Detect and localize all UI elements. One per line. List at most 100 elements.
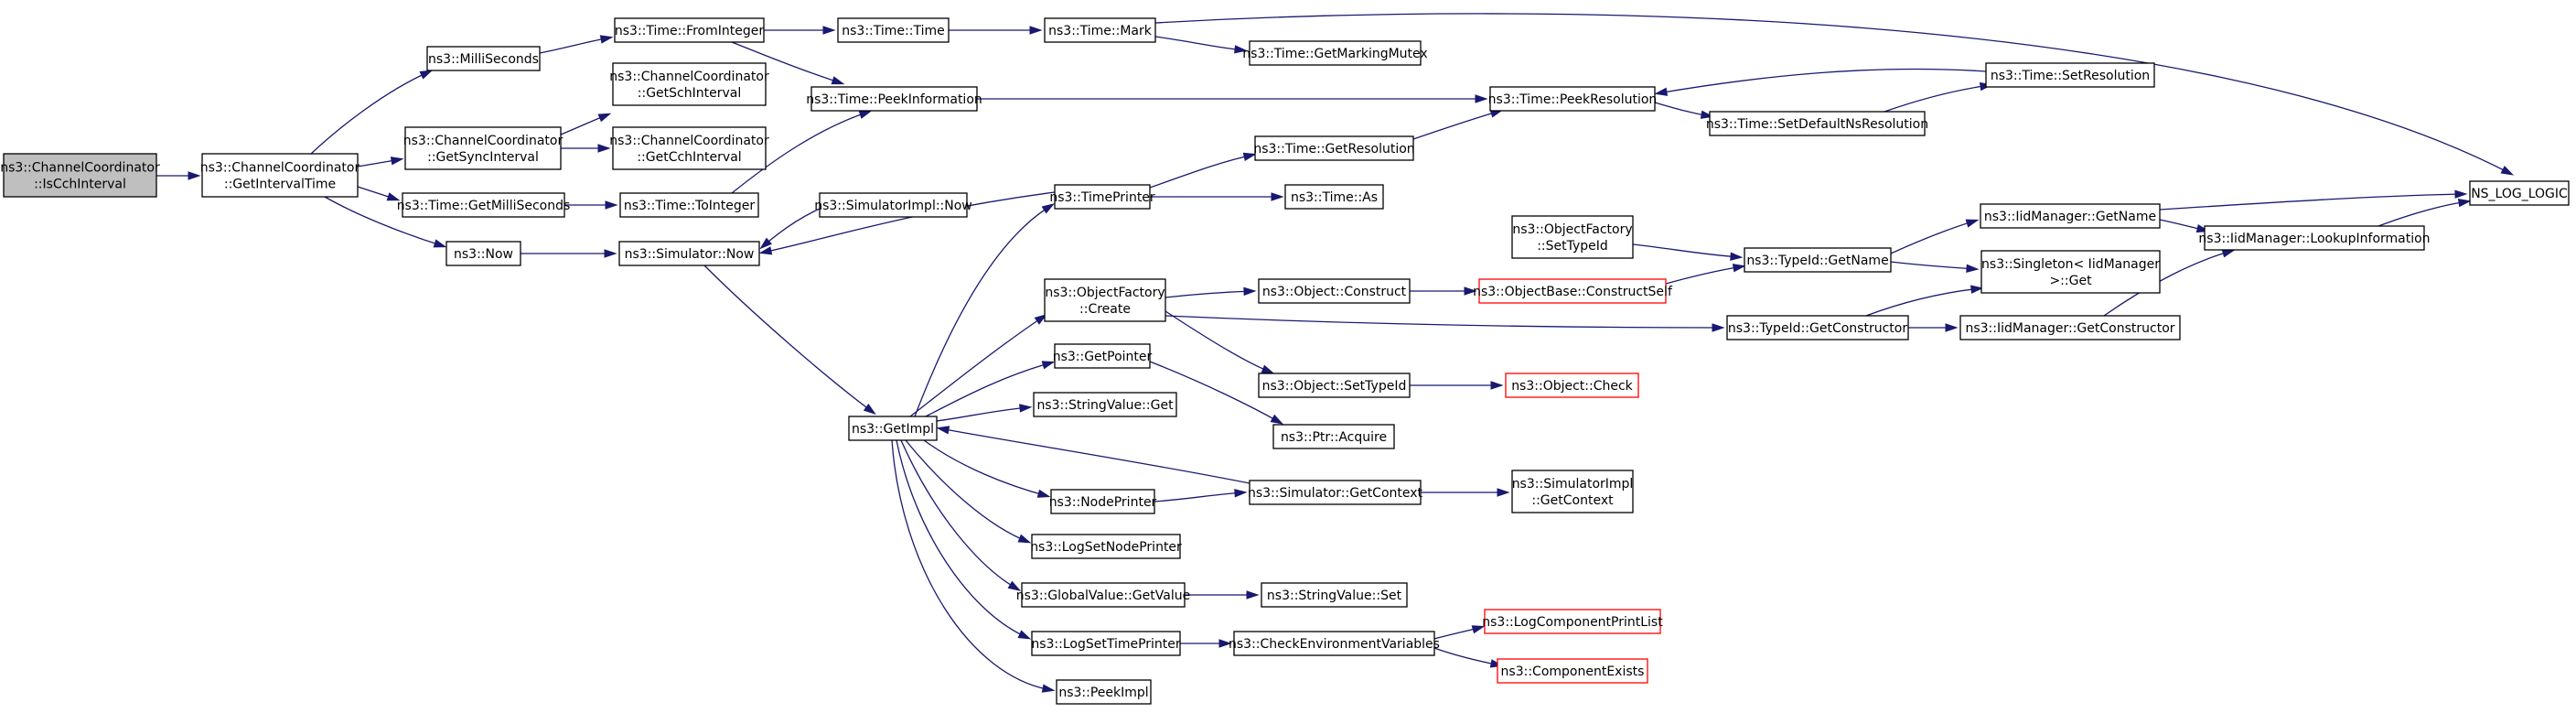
node-label: ns3::Time::PeekInformation [806, 92, 982, 107]
node-label: ns3::Time::GetMilliSeconds [397, 199, 571, 213]
node-get-pointer[interactable]: ns3::GetPointer [1053, 343, 1153, 369]
edge-type-id-get-name-to-singleton-iid-manager-get [1890, 261, 1980, 273]
node-check-environment-variables[interactable]: ns3::CheckEnvironmentVariables [1229, 631, 1440, 656]
node-label: ns3::LogSetTimePrinter [1031, 637, 1181, 652]
node-label: ns3::Simulator::GetContext [1248, 486, 1423, 501]
node-time-get-milliseconds[interactable]: ns3::Time::GetMilliSeconds [397, 192, 571, 218]
node-object-factory-create[interactable]: ns3::ObjectFactory::Create [1044, 278, 1166, 322]
edge-cc-get-interval-time-to-now [324, 196, 447, 248]
node-iid-manager-get-constructor[interactable]: ns3::IidManager::GetConstructor [1959, 315, 2181, 340]
node-label: ns3::Time::Mark [1048, 24, 1153, 38]
node-label: ns3::TypeId::GetName [1746, 254, 1888, 268]
node-time-mark[interactable]: ns3::Time::Mark [1044, 17, 1156, 43]
node-label: ns3::ChannelCoordinator [403, 134, 564, 148]
edge-get-impl-to-string-value-get [936, 404, 1033, 422]
node-iid-manager-get-name[interactable]: ns3::IidManager::GetName [1980, 203, 2161, 229]
edge-time-from-integer-to-time-time [764, 26, 836, 35]
node-label: ns3::ObjectFactory [1512, 222, 1632, 237]
node-label: ns3::SimulatorImpl::Now [814, 199, 972, 213]
edge-time-printer-to-time-as [1150, 192, 1284, 201]
node-global-value-get-value[interactable]: ns3::GlobalValue::GetValue [1016, 582, 1190, 608]
node-peek-impl[interactable]: ns3::PeekImpl [1056, 679, 1152, 705]
node-label: ::GetIntervalTime [224, 178, 336, 192]
node-label: ns3::LogSetNodePrinter [1030, 540, 1182, 555]
node-time-set-resolution[interactable]: ns3::Time::SetResolution [1985, 62, 2155, 88]
node-label: ns3::ObjectFactory [1045, 286, 1165, 300]
node-ns-log-logic[interactable]: NS_LOG_LOGIC [2469, 180, 2570, 206]
node-time-peek-information[interactable]: ns3::Time::PeekInformation [806, 86, 982, 112]
edge-get-pointer-to-ptr-acquire [1149, 361, 1284, 425]
node-label: ns3::ChannelCoordinator [609, 134, 769, 148]
node-label: ns3::IidManager::GetConstructor [1965, 321, 2174, 336]
node-label: ::Create [1079, 302, 1131, 317]
node-label: ns3::IidManager::GetName [1984, 210, 2156, 224]
node-time-get-marking-mutex[interactable]: ns3::Time::GetMarkingMutex [1242, 40, 1428, 66]
node-label: >::Get [2049, 274, 2092, 288]
edge-cc-get-interval-time-to-time-get-milliseconds [357, 186, 401, 201]
node-object-base-construct-self[interactable]: ns3::ObjectBase::ConstructSelf [1473, 278, 1673, 304]
node-time-set-default-ns-resolution[interactable]: ns3::Time::SetDefaultNsResolution [1706, 111, 1928, 136]
edge-get-impl-to-object-factory-create [909, 313, 1047, 417]
edge-simulator-now-to-get-impl [703, 265, 876, 416]
node-type-id-get-name[interactable]: ns3::TypeId::GetName [1744, 247, 1892, 273]
node-string-value-get[interactable]: ns3::StringValue::Get [1033, 392, 1177, 417]
node-ptr-acquire[interactable]: ns3::Ptr::Acquire [1272, 424, 1395, 449]
node-label: ::SetTypeId [1537, 239, 1608, 254]
node-label: ns3::ChannelCoordinator [0, 161, 160, 176]
node-simulator-get-context[interactable]: ns3::Simulator::GetContext [1248, 480, 1423, 505]
node-singleton-iid-manager-get[interactable]: ns3::Singleton< IidManager>::Get [1980, 250, 2161, 294]
edge-time-get-milliseconds-to-time-to-integer [564, 200, 618, 210]
node-log-set-node-printer[interactable]: ns3::LogSetNodePrinter [1030, 534, 1182, 559]
node-label: ns3::ComponentExists [1501, 664, 1645, 679]
node-milliseconds[interactable]: ns3::MilliSeconds [426, 46, 541, 71]
edge-get-impl-to-simulator-get-context [936, 426, 1250, 484]
node-simulator-impl-now[interactable]: ns3::SimulatorImpl::Now [814, 192, 972, 218]
node-cc-get-cch-interval[interactable]: ns3::ChannelCoordinator::GetCchInterval [609, 126, 769, 170]
edge-object-factory-create-to-type-id-get-constructor [1165, 315, 1725, 332]
node-label: ns3::GetPointer [1053, 350, 1153, 364]
node-label: ns3::Time::GetResolution [1253, 142, 1414, 157]
node-simulator-impl-get-context[interactable]: ns3::SimulatorImpl::GetContext [1511, 470, 1634, 513]
node-object-check[interactable]: ns3::Object::Check [1505, 373, 1639, 398]
node-time-as[interactable]: ns3::Time::As [1284, 184, 1384, 210]
edge-time-peek-resolution-to-time-set-resolution [1654, 68, 1987, 96]
edge-time-get-resolution-to-time-peek-resolution [1412, 109, 1504, 140]
node-log-set-time-printer[interactable]: ns3::LogSetTimePrinter [1031, 631, 1181, 656]
node-label: ns3::PeekImpl [1058, 686, 1148, 700]
node-time-get-resolution[interactable]: ns3::Time::GetResolution [1253, 135, 1415, 161]
node-label: ::GetSchInterval [638, 86, 741, 101]
edge-cc-is-cch-interval-to-cc-get-interval-time [156, 171, 201, 180]
edge-cc-get-interval-time-to-milliseconds [310, 70, 434, 155]
node-cc-is-cch-interval[interactable]: ns3::ChannelCoordinator::IsCchInterval [0, 153, 160, 198]
node-label: ns3::Singleton< IidManager [1981, 257, 2160, 272]
edge-object-factory-set-type-id-to-type-id-get-name [1632, 243, 1744, 261]
node-label: ns3::Time::GetMarkingMutex [1242, 47, 1427, 61]
node-get-impl[interactable]: ns3::GetImpl [848, 416, 938, 441]
edge-get-impl-to-time-printer [914, 203, 1056, 417]
node-iid-manager-lookup-information[interactable]: ns3::IidManager::LookupInformation [2198, 225, 2431, 251]
node-label: ns3::TypeId::GetConstructor [1728, 321, 1907, 336]
node-component-exists[interactable]: ns3::ComponentExists [1497, 658, 1648, 684]
node-label: ns3::GetImpl [852, 422, 934, 437]
node-object-construct[interactable]: ns3::Object::Construct [1258, 278, 1411, 304]
edge-global-value-get-value-to-string-value-set [1185, 590, 1260, 600]
edge-cc-get-sync-interval-to-cc-get-cch-interval [561, 144, 611, 153]
node-label: ::GetSyncInterval [427, 150, 539, 165]
node-object-set-type-id[interactable]: ns3::Object::SetTypeId [1258, 373, 1411, 398]
node-type-id-get-constructor[interactable]: ns3::TypeId::GetConstructor [1726, 315, 1909, 340]
node-simulator-now[interactable]: ns3::Simulator::Now [618, 241, 760, 266]
node-time-from-integer[interactable]: ns3::Time::FromInteger [614, 17, 765, 43]
node-cc-get-sch-interval[interactable]: ns3::ChannelCoordinator::GetSchInterval [609, 62, 769, 106]
node-time-time[interactable]: ns3::Time::Time [837, 17, 950, 43]
node-string-value-set[interactable]: ns3::StringValue::Set [1261, 582, 1408, 608]
node-time-printer[interactable]: ns3::TimePrinter [1049, 184, 1155, 210]
node-time-peek-resolution[interactable]: ns3::Time::PeekResolution [1488, 86, 1658, 112]
node-now[interactable]: ns3::Now [445, 241, 521, 266]
node-time-to-integer[interactable]: ns3::Time::ToInteger [619, 192, 759, 218]
node-cc-get-interval-time[interactable]: ns3::ChannelCoordinator::GetIntervalTime [200, 153, 360, 198]
node-cc-get-sync-interval[interactable]: ns3::ChannelCoordinator::GetSyncInterval [403, 126, 564, 170]
node-node-printer[interactable]: ns3::NodePrinter [1049, 489, 1157, 514]
node-log-component-print-list[interactable]: ns3::LogComponentPrintList [1482, 609, 1663, 634]
edge-log-set-time-printer-to-check-environment-variables [1180, 639, 1232, 648]
node-object-factory-set-type-id[interactable]: ns3::ObjectFactory::SetTypeId [1511, 215, 1634, 259]
